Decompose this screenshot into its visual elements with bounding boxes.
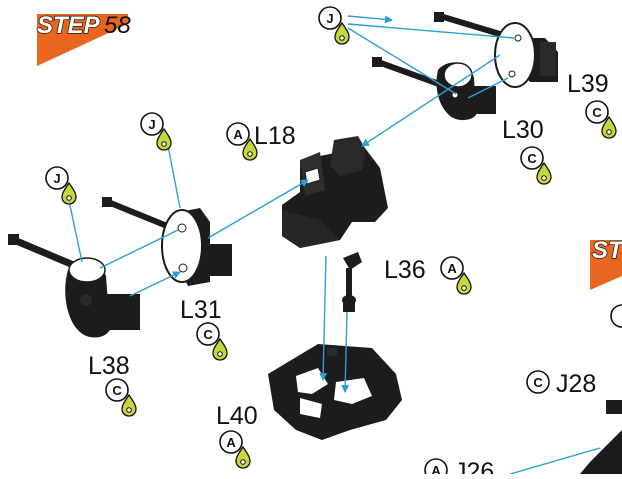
label-l30: L30 (502, 116, 544, 144)
label-l36: L36 (384, 256, 426, 284)
badge-a-l36: A (440, 256, 472, 295)
svg-text:J: J (326, 11, 333, 26)
part-l30 (372, 57, 496, 121)
part-l38 (8, 234, 140, 338)
svg-text:C: C (203, 327, 213, 342)
svg-text:C: C (112, 383, 122, 398)
label-l18: L18 (254, 122, 296, 150)
part-l18 (282, 136, 388, 248)
arrow-icon (207, 179, 309, 239)
arrow-icon (467, 77, 509, 99)
arrow-icon (341, 311, 350, 393)
svg-text:J: J (148, 117, 155, 132)
svg-text:J: J (53, 171, 60, 186)
step-banner-shape (37, 14, 128, 66)
label-j28: J28 (556, 370, 596, 398)
svg-text:A: A (226, 435, 236, 450)
badge-j-l31: J (140, 112, 172, 151)
arrow-icon (319, 255, 328, 381)
badge-c-j28: C (526, 370, 550, 394)
arrow-icon (361, 54, 501, 147)
part-j28-partial (580, 400, 622, 474)
badge-c-l30: C (520, 146, 552, 185)
step-word: STEP (37, 12, 101, 39)
next-step-word: ST (592, 237, 622, 264)
svg-text:A: A (233, 127, 243, 142)
label-j26: J26 (454, 458, 494, 474)
badge-c-l38: C (105, 378, 137, 417)
part-l31 (102, 197, 232, 286)
badge-c-l39: C (585, 100, 617, 139)
next-step-banner-shape (590, 240, 622, 290)
label-l31: L31 (180, 296, 222, 324)
badge-j-top: J (318, 6, 350, 45)
arrow-icon (129, 271, 181, 297)
label-l38: L38 (88, 352, 130, 380)
svg-text:A: A (447, 261, 457, 276)
arrow-icon (347, 23, 515, 39)
arrow-icon (99, 229, 179, 269)
badge-c-l31: C (196, 322, 228, 361)
next-step-banner: ST (590, 236, 622, 290)
label-l40: L40 (216, 402, 258, 430)
badge-a-l18: A (226, 122, 258, 161)
arrow-icon (67, 195, 83, 263)
svg-text:C: C (533, 375, 543, 390)
part-l40 (268, 344, 402, 440)
part-l36 (342, 252, 362, 312)
badge-j-l38: J (45, 166, 77, 205)
badge-partial-right (610, 304, 622, 328)
svg-text:C: C (592, 105, 602, 120)
assembly-arrows (67, 15, 601, 475)
svg-text:C: C (527, 151, 537, 166)
part-l39 (434, 12, 558, 88)
label-l39: L39 (567, 70, 609, 98)
arrow-icon (347, 27, 457, 95)
badge-a-j26: A (424, 458, 448, 479)
arrow-icon (347, 15, 393, 24)
svg-text:A: A (431, 463, 441, 474)
step-banner: STEP 58 (36, 11, 131, 66)
step-number: 58 (104, 12, 131, 39)
arrow-icon (509, 447, 601, 475)
badge-a-l40: A (219, 430, 251, 469)
